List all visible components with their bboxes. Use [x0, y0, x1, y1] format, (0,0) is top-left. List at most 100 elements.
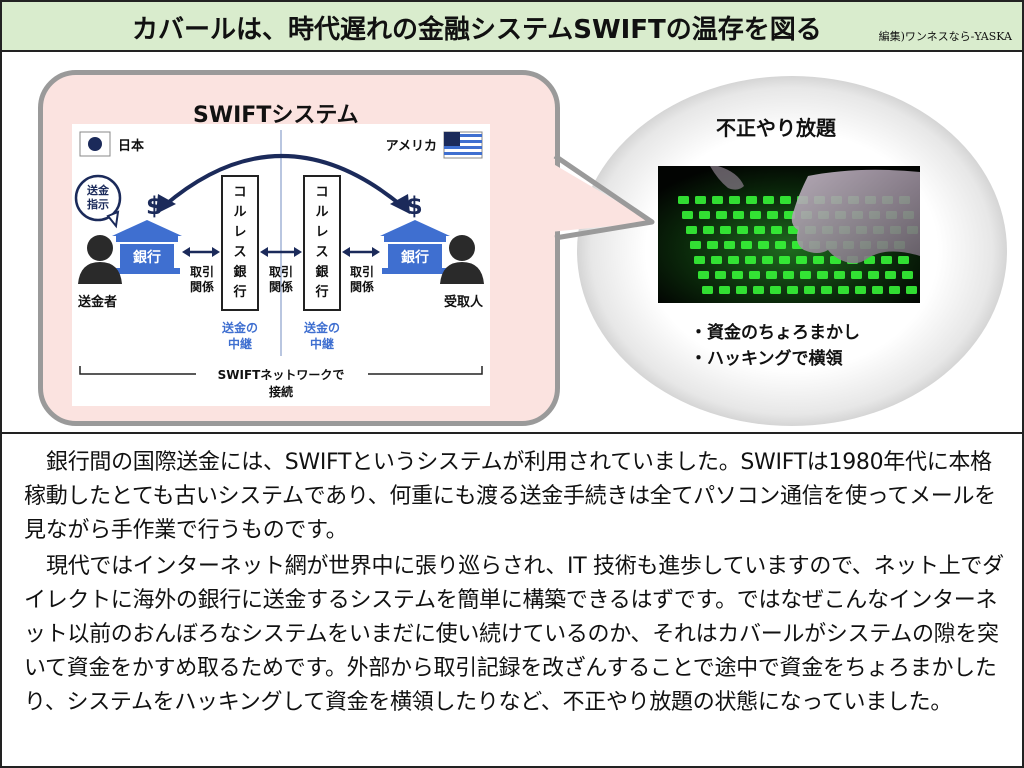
keyboard-key: [732, 271, 743, 279]
sender-label: 送金者: [77, 294, 117, 310]
keyboard-key: [716, 211, 727, 219]
bank-icon-right: [380, 220, 450, 274]
keyboard-key: [872, 286, 883, 294]
keyboard-key: [851, 271, 862, 279]
correspondent-text-right: コ ル レ ス 銀 行: [314, 185, 328, 300]
keyboard-key: [711, 256, 722, 264]
cb-right-char-4: ス: [315, 245, 328, 260]
keyboard-key: [813, 256, 824, 264]
keyboard-key: [838, 286, 849, 294]
relation-arrows: [182, 247, 380, 257]
keyboard-key: [771, 226, 782, 234]
cb-left-char-3: レ: [233, 225, 246, 240]
keyboard-key: [678, 196, 689, 204]
keyboard-key: [758, 241, 769, 249]
keyboard-key: [694, 256, 705, 264]
cb-left-char-2: ル: [233, 205, 246, 220]
keyboard-key: [868, 271, 879, 279]
relation-label-2a: 取引: [269, 265, 293, 279]
diagram-title: SWIFTシステム: [193, 103, 359, 128]
keyboard-key: [686, 226, 697, 234]
keyboard-key: [733, 211, 744, 219]
receiver-person-icon: [440, 235, 484, 284]
correspondent-bank-left: [221, 175, 259, 311]
keyboard-key: [736, 286, 747, 294]
keyboard-key: [775, 241, 786, 249]
fraud-title: 不正やり放題: [716, 116, 836, 140]
relay-label-left-2: 中継: [228, 336, 252, 351]
keyboard-key: [779, 256, 790, 264]
keyboard-key: [719, 286, 730, 294]
keyboard-key: [821, 286, 832, 294]
keyboard-key: [796, 256, 807, 264]
keyboard-key: [703, 226, 714, 234]
keyboard-key: [766, 271, 777, 279]
instruction-line-2: 指示: [87, 197, 109, 211]
swift-diagram: 日本 アメリカ 送金 指示 $: [72, 124, 490, 406]
cb-right-char-2: ル: [315, 205, 328, 220]
bank-label-left: 銀行: [133, 249, 161, 266]
editor-credit: 編集)ワンネスなら-YASKA: [878, 30, 1012, 43]
fraud-bullet-1: ・資金のちょろまかし: [690, 323, 860, 343]
keyboard-key: [770, 286, 781, 294]
keyboard-key: [885, 271, 896, 279]
illustration-panel: SWIFTシステム 日本: [2, 52, 1022, 434]
network-label-2: 接続: [269, 384, 293, 399]
keyboard-key: [715, 271, 726, 279]
keyboard-key: [682, 211, 693, 219]
keyboard-key: [702, 286, 713, 294]
instruction-bubble: 送金 指示: [74, 174, 122, 229]
relay-label-right-2: 中継: [310, 336, 334, 351]
cb-left-char-5: 銀: [233, 264, 246, 280]
cb-right-char-6: 行: [314, 284, 328, 300]
relation-label-3a: 取引: [350, 265, 374, 279]
transfer-arrow: [162, 154, 404, 208]
body-text: 銀行間の国際送金には、SWIFTというシステムが利用されていました。SWIFTは…: [2, 436, 1022, 766]
keyboard-key: [767, 211, 778, 219]
keyboard-key: [699, 211, 710, 219]
arrow-head-right: [390, 194, 410, 214]
bank-icon-left: [112, 220, 182, 274]
keyboard-key: [817, 271, 828, 279]
keyboard-key: [762, 256, 773, 264]
keyboard-key: [720, 226, 731, 234]
keyboard-key: [741, 241, 752, 249]
keyboard-key: [737, 226, 748, 234]
keyboard-key: [889, 286, 900, 294]
country-left: 日本: [118, 138, 144, 154]
country-right: アメリカ: [386, 139, 437, 154]
arrow-head-left: [156, 194, 176, 214]
dollar-icon-left: $: [146, 192, 163, 220]
keyboard-key: [712, 196, 723, 204]
dollar-icon-right: $: [406, 192, 423, 220]
keyboard-key: [834, 271, 845, 279]
instruction-line-1: 送金: [86, 183, 110, 197]
keyboard-key: [855, 286, 866, 294]
body-paragraph-1: 銀行間の国際送金には、SWIFTというシステムが利用されていました。SWIFTは…: [24, 450, 996, 543]
keyboard-key: [780, 196, 791, 204]
keyboard-key: [728, 256, 739, 264]
keyboard-key: [800, 271, 811, 279]
keyboard-key: [763, 196, 774, 204]
keyboard-key: [898, 256, 909, 264]
cb-left-char-6: 行: [232, 284, 246, 300]
fraud-bullet-2: ・ハッキングで横領: [690, 349, 843, 369]
hacking-keyboard-image: [658, 166, 920, 303]
keyboard-key: [750, 211, 761, 219]
correspondent-bank-right: [303, 175, 341, 311]
correspondent-text-left: コ ル レ ス 銀 行: [232, 185, 246, 300]
bank-label-right: 銀行: [401, 249, 429, 266]
keyboard-key: [804, 286, 815, 294]
page-title: カバールは、時代遅れの金融システムSWIFTの温存を図る: [132, 15, 822, 45]
keyboard-key: [746, 196, 757, 204]
relation-label-1b: 関係: [190, 279, 214, 294]
japan-flag-icon: [79, 131, 111, 157]
keyboard-key: [754, 226, 765, 234]
cb-left-char-4: ス: [233, 245, 246, 260]
keyboard-key: [695, 196, 706, 204]
usa-flag-icon: [443, 131, 483, 159]
fraud-bullets: ・資金のちょろまかし ・ハッキングで横領: [690, 320, 860, 372]
cb-right-char-1: コ: [315, 185, 328, 200]
network-label-1: SWIFTネットワークで: [218, 368, 345, 382]
header-bar: カバールは、時代遅れの金融システムSWIFTの温存を図る 編集)ワンネスなら-Y…: [2, 2, 1022, 52]
